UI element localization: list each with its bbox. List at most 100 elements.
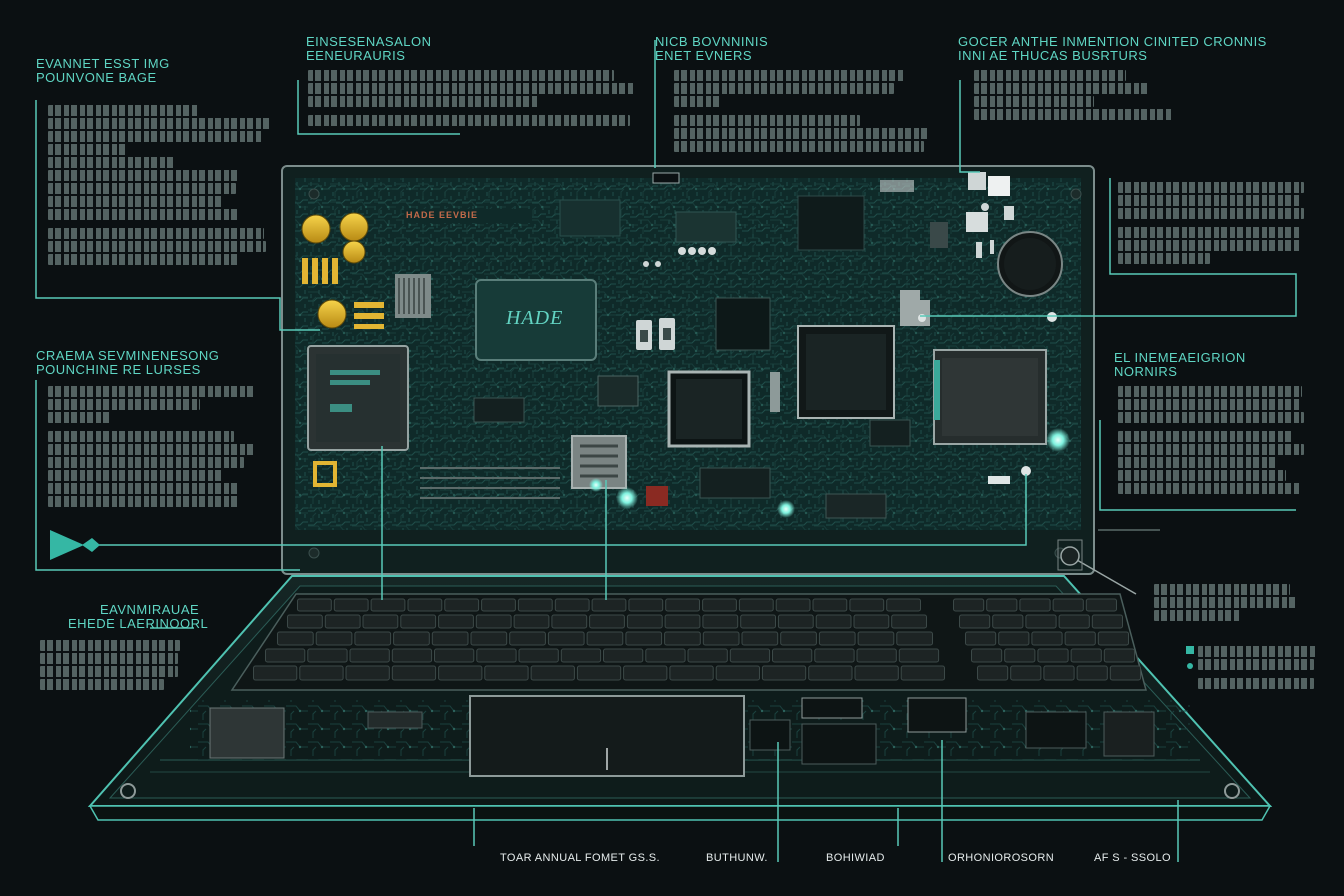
callout-title: EAVNMIRAUAE <box>100 602 200 617</box>
callout-title: EENEURAURIS <box>306 48 406 63</box>
keyboard-key <box>370 598 406 612</box>
keyboard-key <box>407 598 443 612</box>
keyboard-key <box>470 631 508 646</box>
keyboard-key <box>738 598 774 612</box>
keyboard-key <box>886 598 922 612</box>
keyboard-key <box>849 598 885 612</box>
numpad-key <box>1004 648 1036 663</box>
numpad-key <box>1010 665 1042 681</box>
callout-title: POUNVONE BAGE <box>36 70 157 85</box>
keyboard-key <box>400 614 437 629</box>
keyboard-key <box>775 598 811 612</box>
numpad-key <box>1031 631 1063 646</box>
bottom-label: ORHONIOROSORN <box>948 852 1055 864</box>
callout-body <box>40 640 190 692</box>
keyboard-key <box>665 598 701 612</box>
callout-body <box>48 386 268 509</box>
keyboard-key <box>891 614 928 629</box>
callout-title: EINSESENASALON <box>306 34 432 49</box>
numpad-key <box>1043 665 1075 681</box>
callout-title: GOCER ANTHE INMENTION CINITED CRONNIS <box>958 34 1267 49</box>
keyboard <box>253 598 1142 681</box>
callout-body <box>1118 182 1308 266</box>
keyboard-key <box>741 631 779 646</box>
keyboard-key <box>547 631 585 646</box>
main-chip <box>475 279 597 361</box>
keyboard-key <box>818 631 856 646</box>
keyboard-key <box>740 614 777 629</box>
main-chip-label: HADE <box>506 307 564 329</box>
keyboard-key <box>324 614 361 629</box>
numpad-key <box>998 631 1030 646</box>
keyboard-key <box>476 648 517 663</box>
keyboard-key <box>551 614 588 629</box>
bottom-label: TOAR ANNUAL FOMET GS.S. <box>500 852 660 864</box>
keyboard-key <box>702 631 740 646</box>
callout-body <box>674 70 934 154</box>
board-components <box>301 172 1070 519</box>
numpad-key <box>965 631 997 646</box>
keyboard-key <box>664 631 701 646</box>
keyboard-key <box>715 665 761 681</box>
keyboard-key <box>438 665 483 681</box>
capacitor-gold <box>342 240 366 264</box>
numpad-key <box>971 648 1003 663</box>
numpad-key <box>977 665 1009 681</box>
keyboard-key <box>345 665 390 681</box>
keyboard-key <box>589 614 625 629</box>
keyboard-key <box>808 665 853 681</box>
keyboard-key <box>530 665 575 681</box>
keyboard-key <box>484 665 529 681</box>
numpad-key <box>992 614 1024 629</box>
numpad-key <box>1019 598 1051 612</box>
numpad-key <box>1103 648 1136 663</box>
callout-title: CRAEMA SEVMINENESONG <box>36 348 220 363</box>
keyboard-key <box>591 598 627 612</box>
keyboard-key <box>625 631 663 646</box>
keyboard-key <box>586 631 624 646</box>
keyboard-key <box>702 614 739 629</box>
keyboard-key <box>815 614 852 629</box>
numpad-key <box>1037 648 1069 663</box>
keyboard-key <box>814 648 855 663</box>
keyboard-key <box>391 665 437 681</box>
numpad-key <box>953 598 985 612</box>
keyboard-key <box>277 631 314 646</box>
keyboard-key <box>896 631 933 646</box>
bottom-label: BUTHUNW. <box>706 852 768 864</box>
keyboard-key <box>444 598 480 612</box>
keyboard-key <box>315 631 353 646</box>
keyboard-key <box>900 665 946 681</box>
keyboard-key <box>287 614 323 629</box>
keyboard-key <box>576 665 622 681</box>
keyboard-key <box>603 648 644 663</box>
keyboard-key <box>777 614 814 629</box>
callout-title: ENET EVNERS <box>655 48 753 63</box>
capacitor-gold <box>301 214 331 244</box>
laptop-base <box>87 575 1273 821</box>
callout-title: NICB BOVNNINIS <box>655 34 769 49</box>
keyboard-key <box>854 665 899 681</box>
keyboard-key <box>431 631 469 646</box>
callout-title: EHEDE LAERINOORL <box>68 616 209 631</box>
numpad-key <box>986 598 1018 612</box>
callout-body <box>1154 584 1304 623</box>
keyboard-key <box>517 598 553 612</box>
callout-body <box>308 70 638 128</box>
callout-title: POUNCHINE RE LURSES <box>36 362 201 377</box>
keyboard-key <box>856 648 897 663</box>
bottom-label: BOHIWIAD <box>826 852 885 864</box>
keyboard-key <box>299 665 344 681</box>
keyboard-key <box>702 598 737 612</box>
keyboard-key <box>253 665 298 681</box>
keyboard-key <box>349 648 390 663</box>
keyboard-key <box>560 648 602 663</box>
keyboard-key <box>812 598 848 612</box>
callout-body <box>48 105 272 267</box>
keyboard-key <box>518 648 559 663</box>
callout-title: INNI AE THUCAS BUSRTURS <box>958 48 1148 63</box>
keyboard-key <box>772 648 813 663</box>
arrow-marker-icon <box>50 530 84 560</box>
callout-body <box>1198 646 1322 691</box>
keyboard-key <box>761 665 807 681</box>
